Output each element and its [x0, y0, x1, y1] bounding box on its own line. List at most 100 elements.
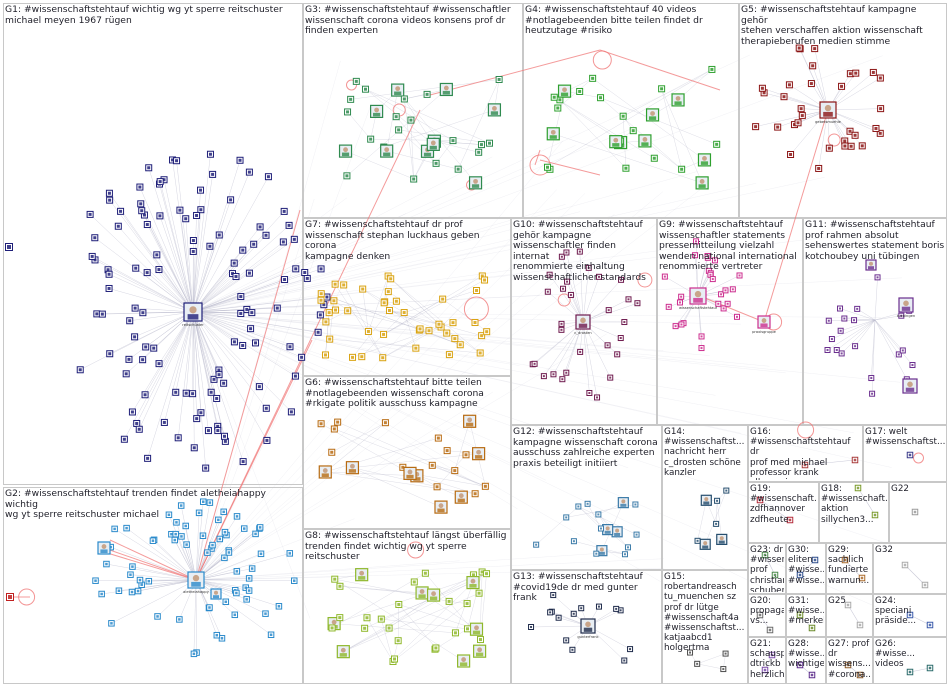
self-loop [18, 588, 36, 606]
node-g5 [807, 80, 815, 88]
edge [343, 627, 390, 652]
node-g7 [476, 349, 484, 357]
edge [192, 247, 680, 313]
edge [192, 268, 322, 313]
node-g5 [798, 112, 806, 120]
edge [192, 311, 518, 510]
node-g6 [434, 434, 442, 442]
node-g13 [621, 657, 628, 664]
node-g11: tuebingen [897, 297, 915, 318]
node-g14 [694, 537, 701, 544]
edge [352, 322, 454, 358]
edge [764, 554, 776, 576]
node-g1 [76, 366, 84, 374]
node-g10 [618, 276, 625, 283]
node-g8 [336, 645, 350, 659]
edge [434, 628, 468, 650]
node-g1 [131, 333, 139, 341]
node-g1 [156, 212, 164, 220]
node-g7 [385, 306, 393, 314]
highlight-edge [699, 295, 765, 323]
node-g2 [241, 525, 248, 532]
group-box-g27 [826, 637, 873, 684]
edge [175, 311, 194, 393]
edge [325, 471, 476, 494]
edge [345, 150, 414, 180]
group-box-g25 [826, 594, 873, 637]
node-g1 [105, 284, 113, 292]
node-g3 [475, 148, 483, 156]
node-g7 [380, 330, 388, 338]
node-g6 [317, 420, 325, 428]
node-g8 [355, 568, 369, 582]
node-g1 [131, 304, 139, 312]
edge [192, 277, 902, 313]
edge [130, 574, 197, 581]
edge [321, 293, 461, 345]
node-g1 [176, 206, 184, 214]
node-g2 [178, 533, 185, 540]
group-box-g7 [303, 218, 511, 376]
node-g8 [457, 654, 471, 668]
node-g3 [485, 139, 493, 147]
node-g3 [477, 141, 485, 149]
edge [764, 92, 829, 111]
node-g7 [412, 344, 420, 352]
node-g1 [298, 353, 306, 361]
node-g7 [349, 353, 357, 361]
edge [131, 579, 197, 593]
node-g8 [331, 575, 339, 583]
node-g2 [149, 537, 157, 544]
node-g9 [676, 299, 683, 306]
node-g1 [120, 435, 128, 443]
node-g2 [98, 590, 105, 598]
node-g31 [796, 611, 804, 619]
node-g10 [585, 264, 592, 271]
edge [195, 553, 262, 581]
node-g2 [183, 541, 190, 548]
node-g9 [678, 293, 685, 300]
edge [909, 614, 931, 626]
node-g11 [909, 362, 916, 369]
edge [102, 311, 194, 315]
node-g1 [142, 343, 150, 351]
node-g5 [797, 105, 805, 113]
hub-node-g10: c_drosten [574, 314, 592, 335]
edge [434, 140, 482, 145]
node-g12 [624, 544, 631, 551]
node-g7 [483, 328, 491, 336]
edge [398, 129, 490, 144]
node-g2 [176, 616, 183, 623]
node-g11 [899, 347, 906, 354]
node-g1 [133, 419, 141, 427]
edge [192, 311, 742, 434]
node-g2 [128, 588, 136, 596]
node-g8 [391, 655, 399, 663]
edge [390, 278, 481, 354]
group-box-g26 [873, 637, 947, 684]
node-g11 [841, 315, 848, 322]
node-g9 [665, 303, 672, 310]
edge [343, 573, 487, 652]
edge [192, 213, 407, 313]
edge [579, 251, 584, 323]
edge [320, 299, 439, 325]
node-g2 [245, 587, 253, 594]
edge [195, 391, 493, 581]
edge [554, 97, 655, 159]
node-g2 [210, 588, 222, 600]
node-g1 [262, 404, 270, 412]
node-g15 [694, 660, 701, 667]
node-g7 [380, 299, 388, 307]
edge [334, 284, 383, 358]
edge [192, 239, 295, 313]
node-g11 [902, 378, 918, 394]
edge [841, 319, 876, 354]
node-g4 [557, 84, 572, 98]
node-g1 [213, 394, 221, 402]
edge [554, 97, 621, 142]
edge [661, 88, 703, 183]
node-g2 [286, 550, 294, 557]
self-loop [827, 133, 841, 147]
node-g1 [290, 235, 298, 243]
